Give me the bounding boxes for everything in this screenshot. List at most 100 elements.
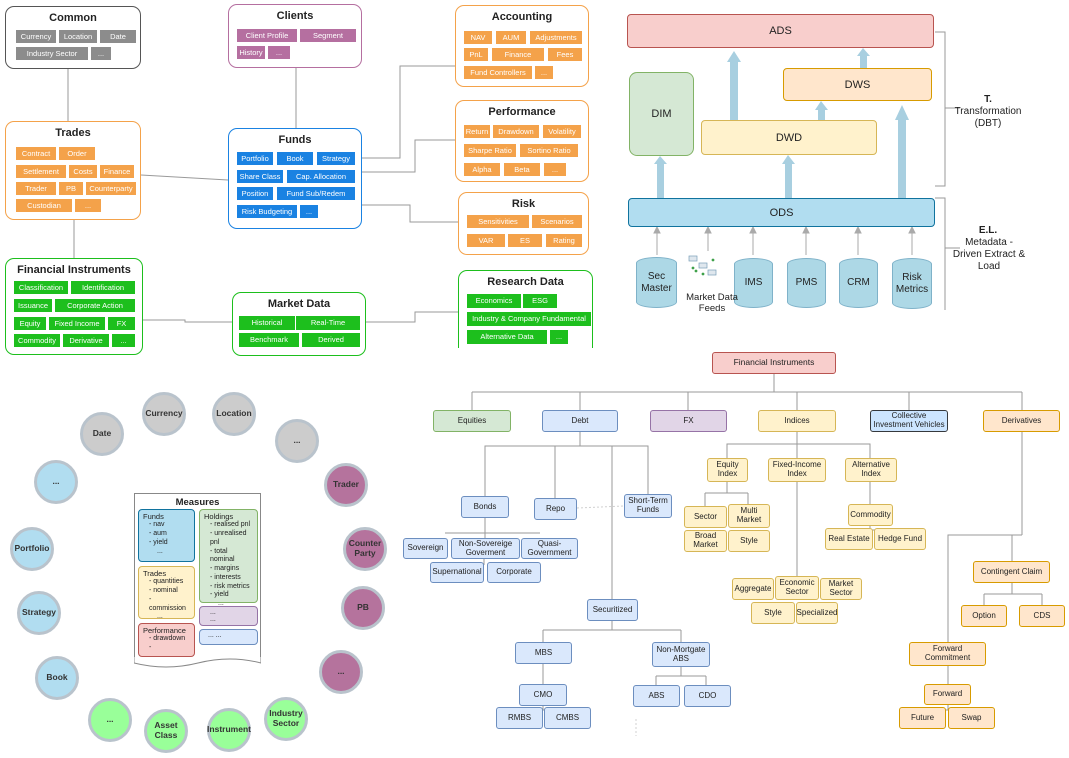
supernational-node: Supernational — [430, 562, 484, 583]
fi-chip: Fixed Income — [49, 317, 105, 330]
swap-node: Swap — [948, 707, 995, 729]
ims-source: IMS — [734, 258, 773, 308]
dimension-circle: ... — [88, 698, 132, 742]
accounting-chip: Fees — [548, 48, 582, 61]
equities-node: Equities — [433, 410, 511, 432]
trades-chip: ... — [75, 199, 101, 212]
performance-chip: Sortino Ratio — [520, 144, 578, 157]
accounting-title: Accounting — [491, 11, 553, 23]
measure-item: - yield — [149, 538, 168, 546]
non-mortgage-abs-node: Non-Mortgate ABS — [652, 642, 710, 667]
trades-chip: Costs — [69, 165, 97, 178]
funds-group: Funds Portfolio Book Strategy Share Clas… — [228, 128, 362, 229]
risk-chip: Rating — [546, 234, 582, 247]
trades-title: Trades — [55, 127, 91, 139]
quasi-government-node: Quasi-Government — [521, 538, 578, 559]
bonds-node: Bonds — [461, 496, 509, 518]
dimension-circle: Currency — [142, 392, 186, 436]
risk-chip: ES — [508, 234, 542, 247]
fi-chip: Corporate Action — [55, 299, 135, 312]
dimension-circle: PB — [341, 586, 385, 630]
financial-instruments-group: Financial Instruments Classification Ide… — [5, 258, 143, 355]
performance-measures-title: Performance — [143, 626, 186, 635]
style-index-node: Style — [728, 530, 770, 552]
cmbs-node: CMBS — [544, 707, 591, 729]
funds-chip: Fund Sub/Redem — [277, 187, 355, 200]
accounting-chip: Adjustments — [530, 31, 582, 44]
fixed-income-index-node: Fixed-Income Index — [768, 458, 826, 482]
research-data-title: Research Data — [487, 276, 564, 288]
fi-chip: Commodity — [14, 334, 60, 347]
holdings-measures: Holdings - realised pnl - unrealised pnl… — [199, 509, 258, 607]
common-chip: ... — [91, 47, 111, 60]
trades-chip: Trader — [16, 182, 56, 195]
future-node: Future — [899, 707, 946, 729]
dimension-circle: Date — [80, 412, 124, 456]
measure-item: - — [149, 644, 152, 652]
dimension-circle: Book — [35, 656, 79, 700]
accounting-group: Accounting NAV AUM Adjustments PnL Finan… — [455, 5, 589, 87]
measure-item: ... — [157, 613, 163, 621]
measure-item: - interests — [210, 573, 241, 581]
measure-item: ... — [218, 600, 224, 608]
measure-item: - total nominal — [210, 547, 235, 564]
market-data-chip: Derived — [302, 333, 360, 347]
dim-layer: DIM — [629, 72, 694, 156]
performance-chip: Alpha — [464, 163, 500, 176]
accounting-chip: ... — [535, 66, 553, 79]
dimension-circle: Portfolio — [10, 527, 54, 571]
specialized-node: Specialized — [796, 602, 838, 624]
market-data-group: Market Data Historical Real-Time Benchma… — [232, 292, 366, 356]
measure-item: - risk metrics — [210, 582, 250, 590]
common-chip: Industry Sector — [16, 47, 88, 60]
trades-chip: Order — [59, 147, 95, 160]
ads-layer: ADS — [627, 14, 934, 48]
securitized-node: Securitized — [587, 599, 638, 621]
funds-chip: Cap. Allocation — [287, 170, 355, 183]
aggregate-node: Aggregate — [732, 578, 774, 600]
transformation-label: Transformation (DBT) — [954, 106, 1022, 129]
short-term-funds-node: Short-Term Funds — [624, 494, 672, 518]
accounting-chip: NAV — [464, 31, 492, 44]
accounting-chip: AUM — [496, 31, 526, 44]
crm-source: CRM — [839, 258, 878, 308]
clients-chip: Segment — [300, 29, 356, 42]
measure-item: - yield — [210, 591, 229, 599]
clients-chip: History — [237, 46, 265, 59]
risk-chip: Sensitivities — [467, 215, 529, 228]
fi-chip: Identification — [71, 281, 135, 294]
measure-item: ... — [210, 616, 216, 623]
cds-node: CDS — [1019, 605, 1065, 627]
dimension-circle: Strategy — [17, 591, 61, 635]
forward-node: Forward — [924, 684, 971, 705]
common-title: Common — [49, 12, 97, 24]
common-chip: Location — [59, 30, 97, 43]
common-group: Common Currency Location Date Industry S… — [5, 6, 141, 69]
performance-chip: ... — [544, 163, 566, 176]
performance-chip: Sharpe Ratio — [464, 144, 516, 157]
measure-item: - quantities — [149, 578, 184, 586]
sovereign-node: Sovereign — [403, 538, 448, 559]
performance-title: Performance — [488, 106, 556, 118]
sector-index-node: Sector — [684, 506, 727, 528]
trades-chip: PB — [59, 182, 83, 195]
clients-group: Clients Client Profile Segment History .… — [228, 4, 362, 68]
measure-item: - commission — [149, 595, 186, 612]
fx-node: FX — [650, 410, 727, 432]
fi-chip: Derivative — [63, 334, 109, 347]
funds-title: Funds — [278, 134, 312, 146]
forward-commitment-node: Forward Commitment — [909, 642, 986, 666]
risk-group: Risk Sensitivities Scenarios VAR ES Rati… — [458, 192, 589, 255]
more-measures: ... ... — [199, 629, 258, 645]
market-data-feeds-label: Market Data Feeds — [686, 292, 738, 315]
measure-item: - realised pnl — [210, 521, 251, 529]
dimension-circle: ... — [319, 650, 363, 694]
dimension-circle: Instrument — [207, 708, 251, 752]
cmo-node: CMO — [519, 684, 567, 706]
performance-measures: Performance - drawdown - — [138, 623, 195, 657]
funds-chip: Book — [277, 152, 313, 165]
measure-item: ... — [210, 609, 216, 616]
market-data-title: Market Data — [267, 298, 331, 310]
style-fi-node: Style — [751, 602, 795, 624]
derivatives-node: Derivatives — [983, 410, 1060, 432]
